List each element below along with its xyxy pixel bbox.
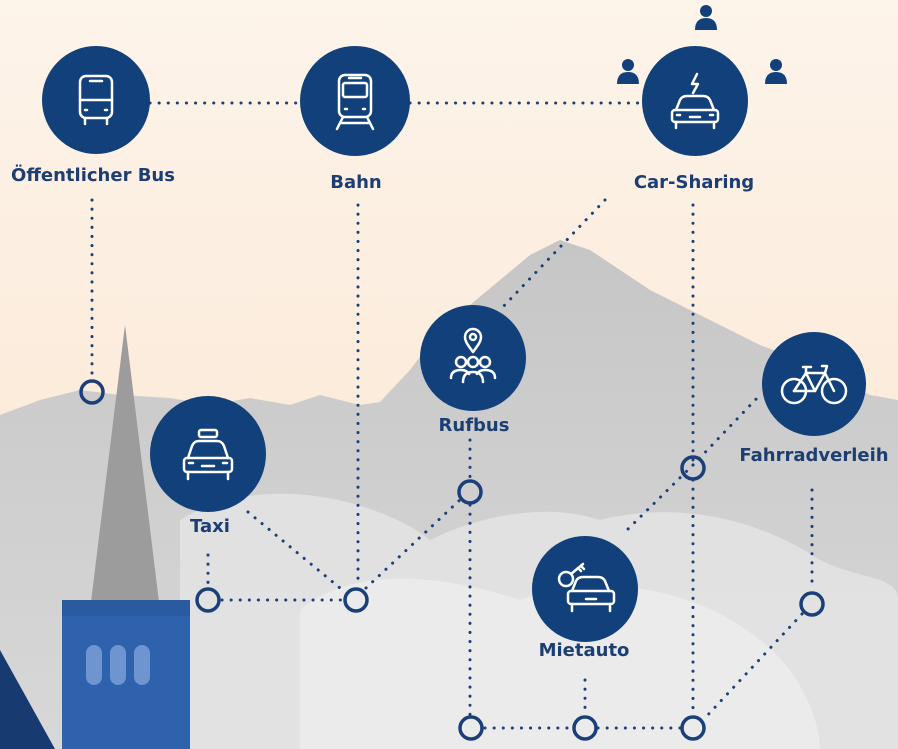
carsharing-node (642, 46, 748, 156)
taxi-node (150, 396, 266, 512)
church-spire (90, 325, 160, 610)
rufbus-node (420, 305, 526, 411)
car-key-icon (557, 562, 616, 613)
group-location-icon (449, 327, 497, 384)
bus-icon (78, 74, 114, 126)
junction-marker (457, 479, 483, 505)
bike-node (762, 332, 866, 436)
taxi-icon (182, 428, 234, 481)
junction-marker (79, 379, 105, 405)
person-icon (695, 5, 717, 30)
junction-marker (458, 715, 484, 741)
junction-marker (799, 591, 825, 617)
bus-label: Öffentlicher Bus (11, 165, 175, 186)
junction-marker (195, 587, 221, 613)
train-icon (335, 73, 375, 131)
bus-node (42, 46, 150, 154)
rental-node (532, 536, 638, 642)
person-icon (765, 59, 787, 84)
train-label: Bahn (330, 172, 382, 193)
junction-marker (680, 455, 706, 481)
train-node (300, 46, 410, 156)
taxi-label: Taxi (190, 516, 230, 537)
bike-label: Fahrradverleih (739, 445, 889, 466)
electric-car-icon (670, 72, 720, 130)
bicycle-icon (780, 364, 848, 405)
rufbus-label: Rufbus (438, 415, 510, 436)
carsharing-label: Car-Sharing (633, 172, 755, 193)
person-icon (617, 59, 639, 84)
junction-marker (572, 715, 598, 741)
rental-label: Mietauto (538, 640, 630, 661)
mist-2 (300, 578, 820, 749)
junction-marker (343, 587, 369, 613)
junction-marker (680, 715, 706, 741)
dark-roof (0, 650, 55, 749)
